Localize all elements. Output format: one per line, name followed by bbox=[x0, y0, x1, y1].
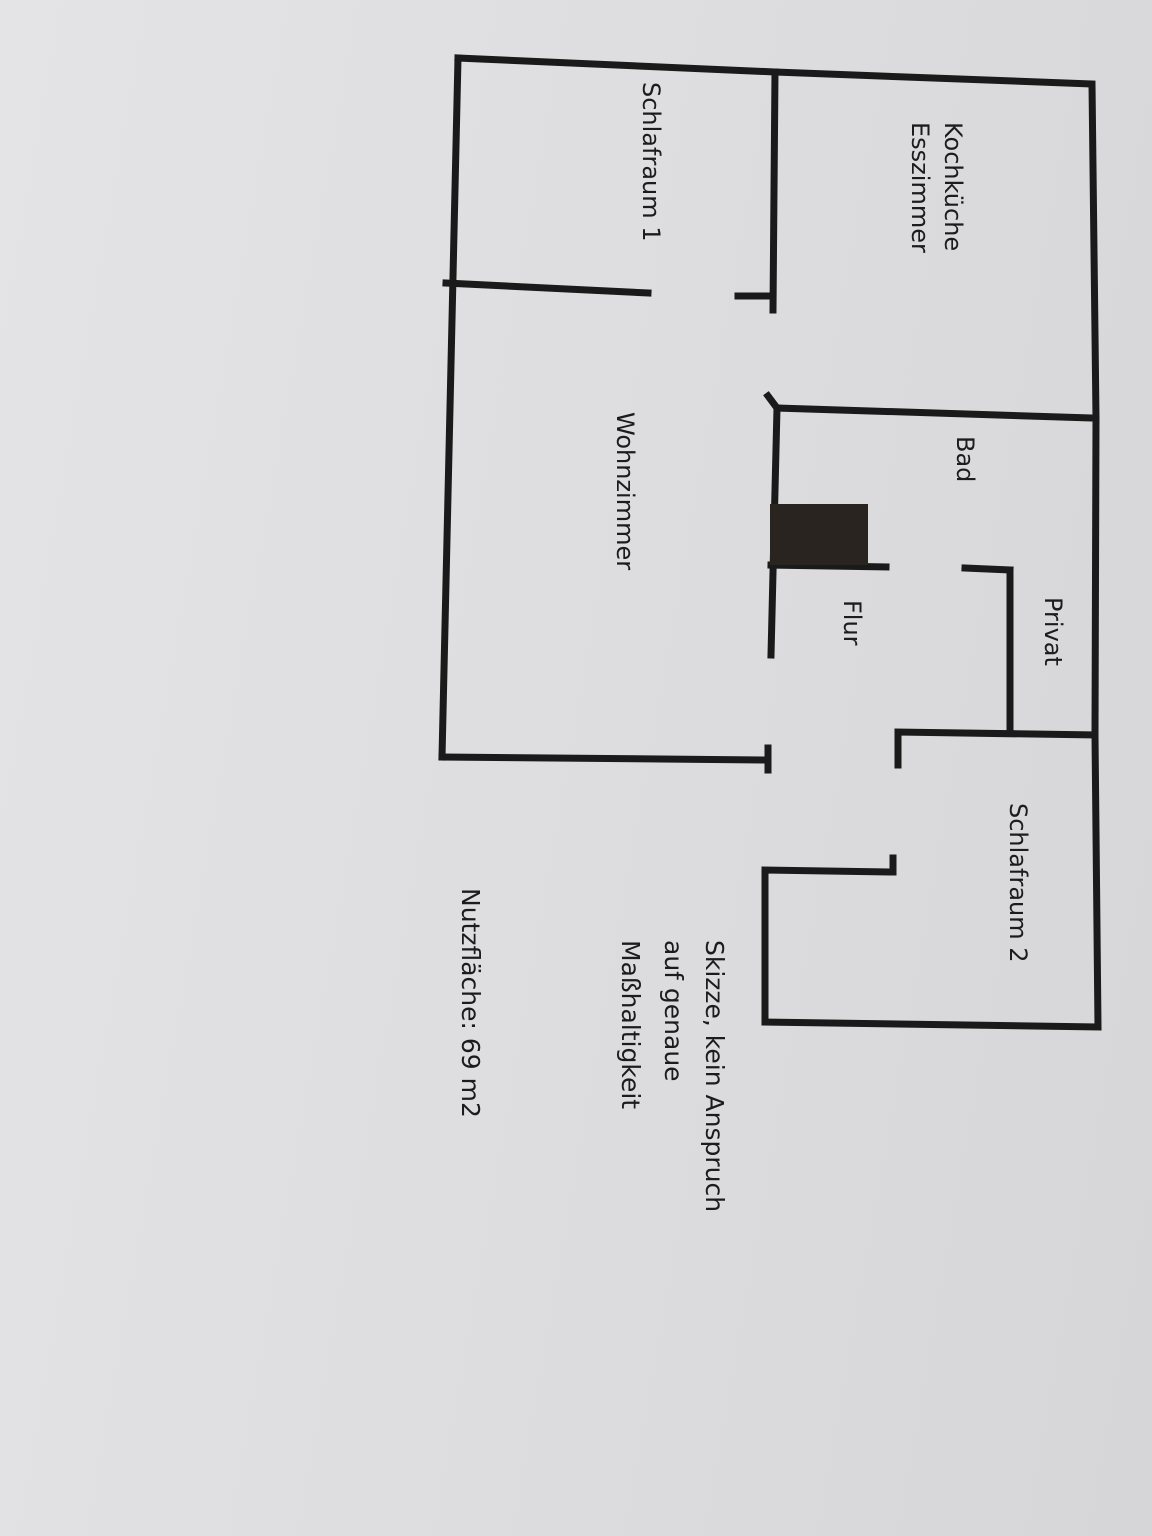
wall-bedroom1-living bbox=[442, 279, 652, 297]
label-private: Privat bbox=[1039, 597, 1067, 666]
label-hall: Flur bbox=[838, 600, 866, 646]
note-sketch-line1: Skizze, kein Anspruch bbox=[700, 940, 729, 1212]
note-area: Nutzfläche: 69 m2 bbox=[456, 888, 485, 1118]
label-kitchen: Kochküche bbox=[939, 122, 967, 251]
label-bedroom1: Schlafraum 1 bbox=[637, 82, 665, 242]
room-labels: Kochküche Esszimmer Schlafraum 1 Wohnzim… bbox=[611, 82, 1067, 963]
label-living: Wohnzimmer bbox=[611, 412, 639, 570]
note-sketch-line2: auf genaue bbox=[659, 940, 688, 1082]
wall-kitchen-bedroom1 bbox=[769, 68, 779, 314]
interior-walls bbox=[442, 68, 1099, 1026]
wall-privat-top bbox=[961, 564, 1014, 574]
wall-bedroom2-stub bbox=[761, 854, 897, 1026]
wall-bath-bottom bbox=[767, 561, 890, 571]
wall-outer-bottom bbox=[438, 753, 772, 764]
wall-privat-bottom bbox=[894, 728, 1099, 769]
label-bedroom2: Schlafraum 2 bbox=[1004, 803, 1032, 963]
wall-outer-left bbox=[438, 54, 462, 761]
wall-bath-top bbox=[763, 391, 1096, 422]
note-sketch-line3: Maßhaltigkeit bbox=[616, 940, 645, 1109]
label-bath: Bad bbox=[951, 436, 979, 482]
label-dining: Esszimmer bbox=[906, 122, 934, 253]
chimney-block bbox=[770, 504, 868, 565]
plan-notes: Skizze, kein Anspruch auf genaue Maßhalt… bbox=[456, 888, 729, 1212]
